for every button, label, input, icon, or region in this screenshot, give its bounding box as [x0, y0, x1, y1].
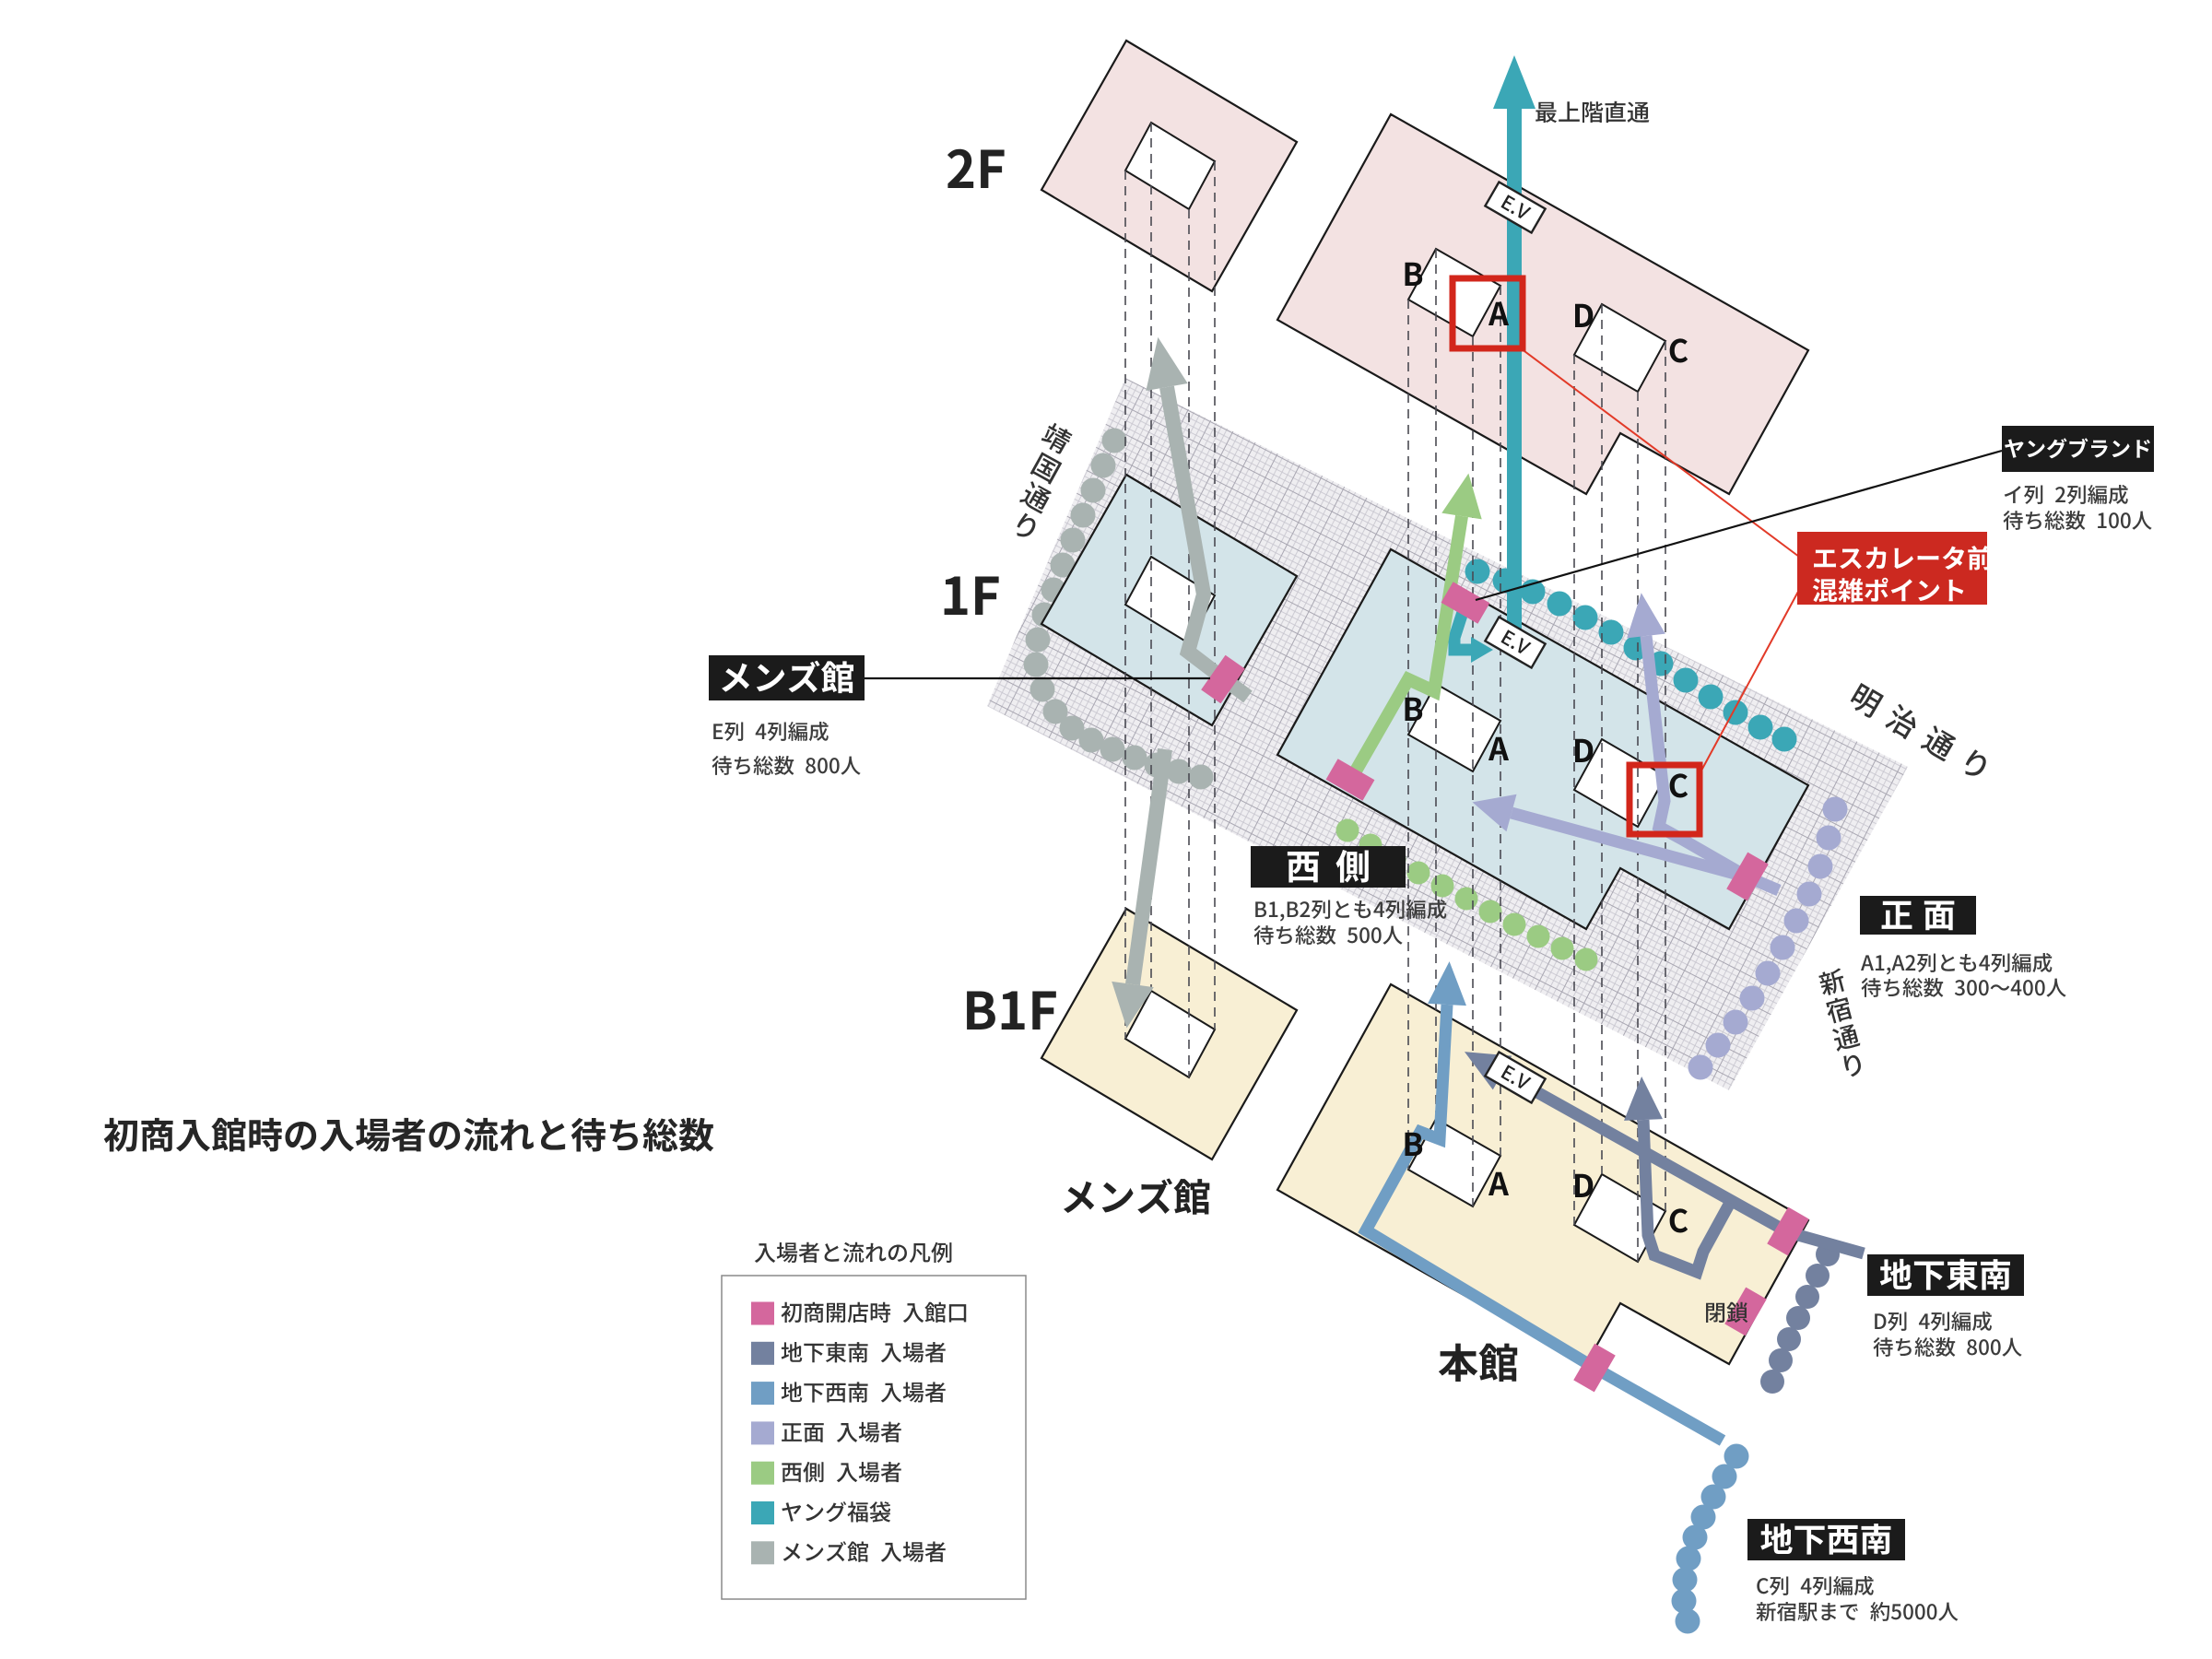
hole-letter-b-1f: B — [1405, 697, 1423, 721]
svg-text:本館: 本館 — [1438, 1376, 1440, 1379]
legend: 入場者と流れの凡例 初商開店時 入館口 地下東南 入場者 地下西南 入場者 正面… — [721, 1241, 1027, 1600]
hole-letter-b-b1f: B — [1405, 1132, 1423, 1156]
floor-label-2f: 2F — [946, 148, 1005, 189]
entrance-label-sw: 地下西南 — [1747, 1519, 1905, 1560]
legend-swatch-6 — [751, 1541, 774, 1565]
svg-text:待ち総数 100人: 待ち総数 100人 — [2003, 526, 2009, 529]
entrance-mark-sw-basement — [1573, 1343, 1616, 1393]
legend-swatch-5 — [751, 1501, 774, 1524]
top-arrow-note: 最上階直通 — [1535, 100, 1650, 124]
entrance-mark-front — [1726, 852, 1769, 901]
legend-swatch-1 — [751, 1341, 774, 1365]
entrance-label-se: 地下東南 — [1867, 1254, 2024, 1296]
street-shinjuku: 新宿通り — [1817, 967, 1864, 1078]
entrance-label-west: 西側 — [1251, 846, 1406, 888]
svg-text:2F: 2F — [946, 187, 947, 189]
slab-main-2f — [1276, 112, 1810, 496]
congestion-group: エスカレータ前 混雑ポイント — [1449, 275, 1992, 838]
hole-letter-b-2f: B — [1405, 262, 1423, 286]
entrance-note-front-2: 待ち総数 300〜400人 — [1861, 977, 2066, 997]
svg-text:1F: 1F — [940, 614, 942, 616]
entrance-note-west-2: 待ち総数 500人 — [1253, 924, 1403, 945]
legend-swatch-2 — [751, 1382, 774, 1406]
elevator-1f: E.V — [1483, 615, 1547, 670]
entrance-label-young: ヤングブランド — [2002, 426, 2154, 472]
svg-text:待ち総数 500人: 待ち総数 500人 — [1253, 941, 1260, 944]
building-name-mens: メンズ館 — [1060, 1178, 1210, 1215]
entrance-mark-young — [1441, 582, 1490, 624]
queue-dots-sw-basement — [1671, 1443, 1749, 1634]
entrance-label-mens: メンズ館 — [709, 655, 865, 700]
entrance-note-young-2: 待ち総数 100人 — [2003, 510, 2152, 530]
entrance-label-front: 正面 — [1860, 896, 1976, 935]
elevator-2f: E.V — [1483, 180, 1547, 235]
entrance-note-young-1: イ列 2列編成 — [2003, 484, 2128, 505]
entrance-note-front-1: A1,A2列とも4列編成 — [1861, 952, 2053, 975]
entrance-note-sw-2: 新宿駅まで 約5000人 — [1756, 1601, 1959, 1621]
entrance-note-mens-2: 待ち総数 800人 — [712, 755, 861, 775]
entrance-note-se-1: D列 4列編成 — [1875, 1311, 1992, 1332]
svg-text:待ち総数 800人: 待ち総数 800人 — [1873, 1353, 1879, 1356]
svg-text:B1F: B1F — [962, 1029, 964, 1030]
legend-swatch-0 — [751, 1301, 774, 1325]
entrance-mark-west — [1325, 759, 1375, 801]
entrance-mark-mens — [1201, 654, 1245, 704]
flow-sw-basement-visitors — [1358, 961, 1726, 1446]
congestion-square-2f — [1449, 275, 1526, 352]
queue-dots-front — [1688, 796, 1848, 1080]
entrance-note-sw-1: C列 4列編成 — [1757, 1575, 1874, 1596]
legend-swatch-4 — [751, 1461, 774, 1485]
page-title: 初商入館時の入場者の流れと待ち総数 — [103, 1117, 714, 1152]
svg-text:待ち総数 800人: 待ち総数 800人 — [712, 771, 718, 774]
legend-swatch-3 — [751, 1421, 774, 1445]
svg-text:イ列 2列編成: イ列 2列編成 — [2003, 500, 2008, 503]
elevator-b1f: E.V — [1483, 1050, 1547, 1105]
entrance-mark-se-basement — [1767, 1206, 1809, 1256]
svg-text:メンズ館: メンズ館 — [1060, 1209, 1064, 1212]
congestion-square-1f — [1626, 761, 1703, 838]
svg-text:明治通り: 明治通り — [1846, 700, 1851, 705]
floor-label-1f: 1F — [940, 576, 999, 616]
entrance-note-mens-1: E列 4列編成 — [713, 721, 829, 742]
floor-label-b1f: B1F — [962, 991, 1056, 1030]
legend-title: 入場者と流れの凡例 — [754, 1241, 952, 1264]
entrance-note-se-2: 待ち総数 800人 — [1873, 1336, 2022, 1357]
building-name-main: 本館 — [1438, 1343, 1518, 1382]
flow-young-lucky-bag-entry — [1448, 604, 1493, 663]
connector-young-label — [1475, 449, 2003, 602]
